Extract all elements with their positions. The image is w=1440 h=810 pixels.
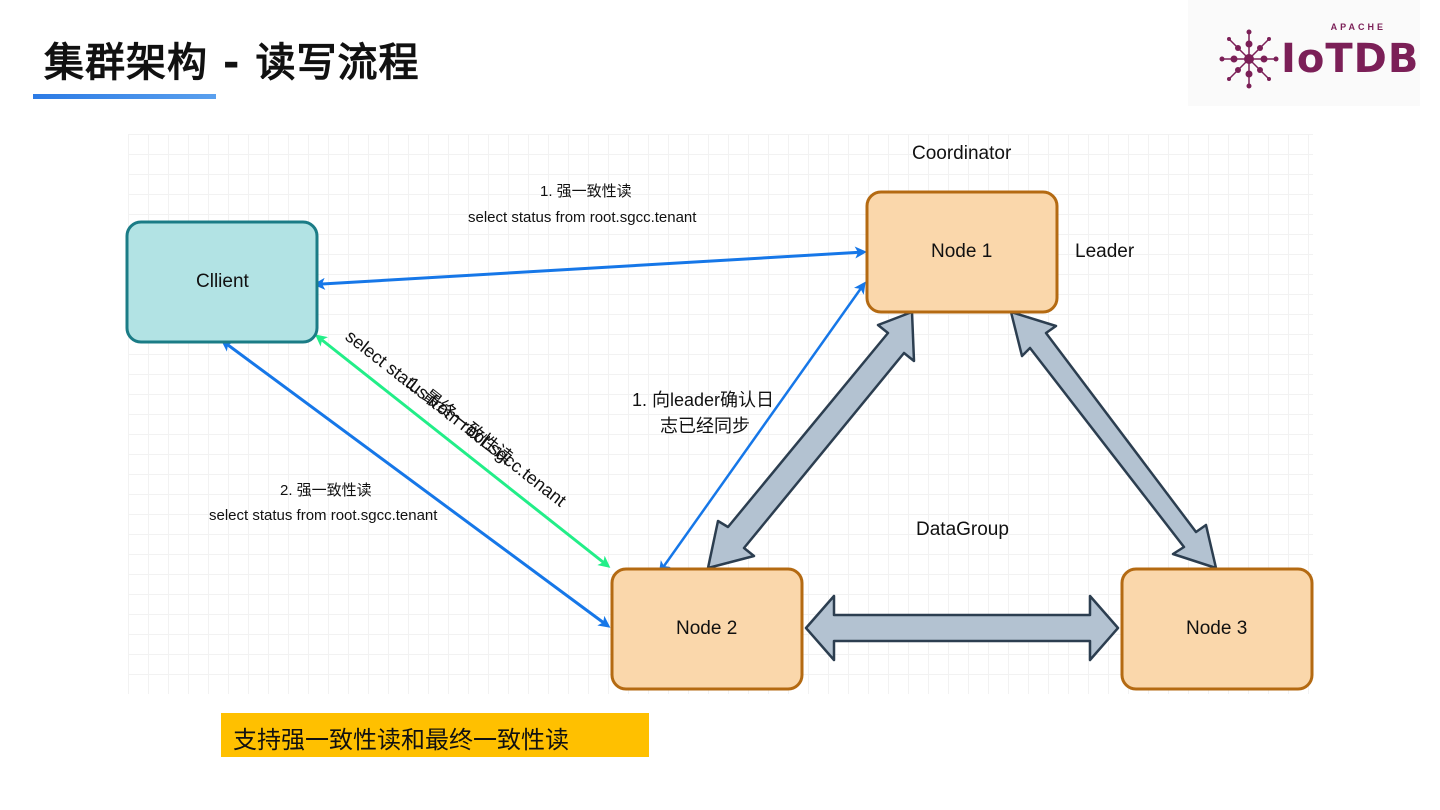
eventual-read-arrow-client-node2 <box>314 334 611 568</box>
strong-read-2-query: select status from root.sgcc.tenant <box>209 507 438 524</box>
strong-read-arrow-client-node1 <box>313 246 867 290</box>
logo-apache-text: APACHE <box>1330 22 1386 32</box>
coordinator-label: Coordinator <box>912 143 1012 164</box>
consistency-note: 支持强一致性读和最终一致性读 <box>221 713 649 757</box>
node-3 <box>1120 567 1314 691</box>
node-2 <box>610 567 804 691</box>
confirm-leader-line2: 志已经同步 <box>660 416 750 436</box>
fat-arrow-node1-node2 <box>706 310 916 570</box>
node-1-label: Node 1 <box>931 241 993 262</box>
consistency-note-text: 支持强一致性读和最终一致性读 <box>233 726 569 754</box>
iotdb-logo-icon <box>1219 29 1279 89</box>
strong-read-2-step: 2. 强一致性读 <box>280 482 372 499</box>
page-title: 集群架构 - 读写流程 <box>44 40 420 86</box>
title-underline <box>33 94 216 99</box>
iotdb-logo: APACHE IoTDB <box>1188 0 1420 106</box>
confirm-leader-line1: 1. 向leader确认日 <box>632 390 775 410</box>
client-node-label: Cllient <box>196 271 249 292</box>
leader-label: Leader <box>1075 241 1135 262</box>
node-3-label: Node 3 <box>1186 618 1248 639</box>
datagroup-label: DataGroup <box>916 519 1009 540</box>
confirm-leader-arrow-node2-node1 <box>658 281 866 574</box>
fat-arrow-node1-node3 <box>1009 310 1218 570</box>
client-node <box>125 220 319 344</box>
strong-read-1-step: 1. 强一致性读 <box>540 183 632 200</box>
logo-brand-text: IoTDB <box>1281 36 1420 82</box>
fat-arrow-node2-node3 <box>804 594 1120 662</box>
strong-read-1-query: select status from root.sgcc.tenant <box>468 209 697 226</box>
node-2-label: Node 2 <box>676 618 738 639</box>
node-1 <box>865 190 1059 314</box>
